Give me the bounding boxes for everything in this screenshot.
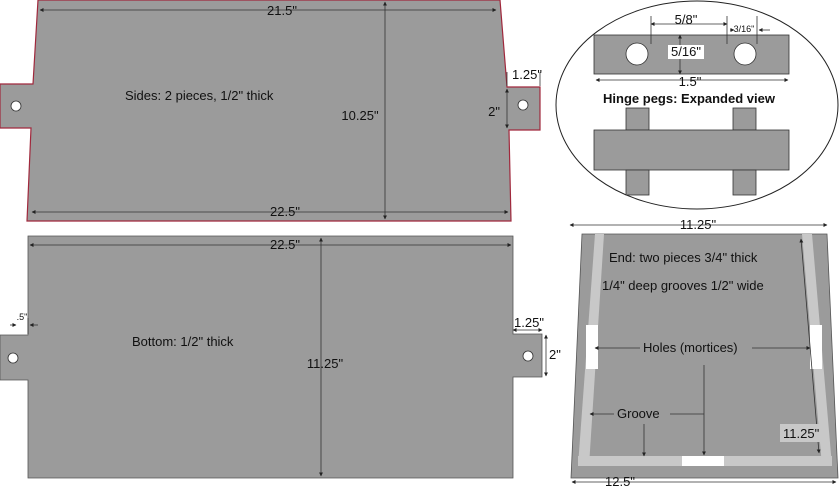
hinge-offset: 3/16" (734, 24, 755, 34)
end-height-bg (780, 424, 820, 442)
hinge-hole-left (625, 42, 649, 66)
end-height: 11.25" (783, 426, 820, 441)
hinge-hole-right (733, 42, 757, 66)
hinge-peg-height: 5/16" (671, 44, 701, 59)
end-top-width: 11.25" (680, 217, 717, 232)
sides-height: 10.25" (341, 108, 379, 123)
end-groove-label: Groove (617, 406, 660, 421)
end-mortise-right (810, 325, 822, 369)
hinge-title: Hinge pegs: Expanded view (603, 91, 776, 106)
hinge-peg-top-right (732, 107, 757, 131)
hinge-length: 1.5" (679, 74, 702, 89)
sides-tab-height: 2" (488, 104, 500, 119)
bottom-width: 22.5" (270, 237, 300, 252)
bottom-tab-height: 2" (549, 347, 561, 362)
end-holes-label: Holes (mortices) (643, 340, 738, 355)
end-label-1: End: two pieces 3/4" thick (609, 250, 758, 265)
hinge-peg-top-left (625, 107, 650, 131)
end-panel: 11.25" End: two pieces 3/4" thick 1/4" d… (569, 217, 839, 488)
sides-tab-width: 1.25" (512, 67, 542, 82)
end-outer-shape (570, 233, 839, 479)
hinge-peg-bottom-left (625, 169, 650, 196)
bottom-height: 11.25" (307, 356, 344, 371)
bottom-panel: 22.5" 11.25" Bottom: 1/2" thick .5" 1.25… (0, 235, 561, 479)
sides-panel: 21.5" 10.25" 22.5" Sides: 2 pieces, 1/2"… (0, 0, 542, 222)
end-mortise-left (586, 325, 598, 369)
sides-bottom-width: 22.5" (270, 204, 300, 219)
sides-top-width: 21.5" (267, 3, 297, 18)
end-label-2: 1/4" deep grooves 1/2" wide (602, 278, 764, 293)
bottom-label: Bottom: 1/2" thick (132, 334, 234, 349)
side-right-peg-hole (517, 99, 529, 111)
sides-shape (0, 0, 541, 222)
hinge-bottom-bar (593, 129, 790, 171)
side-left-peg-hole (10, 100, 22, 112)
hinge-peg-height-bg (668, 45, 704, 59)
bottom-right-peg-hole (522, 350, 534, 362)
hinge-peg-bottom-right (732, 169, 757, 196)
end-bottom-width: 12.5" (605, 474, 635, 488)
sides-label: Sides: 2 pieces, 1/2" thick (125, 88, 274, 103)
hinge-spacing: 5/8" (675, 12, 698, 27)
hinge-detail: 5/8" 3/16" 5/16" 1.5" Hinge pegs: Expand… (555, 0, 839, 210)
bottom-tab-offset: .5" (17, 312, 28, 322)
bottom-left-peg-hole (7, 352, 19, 364)
bottom-shape (0, 235, 543, 479)
end-mortise-bottom (682, 456, 724, 466)
bottom-tab-width: 1.25" (514, 315, 544, 330)
